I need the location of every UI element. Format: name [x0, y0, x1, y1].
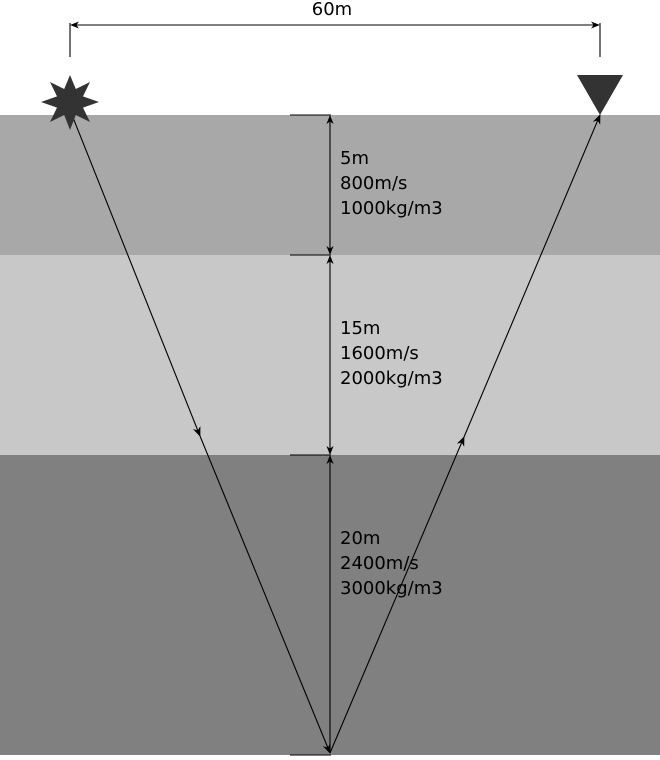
layer-2-label: 15m 1600m/s 2000kg/m3: [340, 318, 443, 389]
explosion-star-icon: [41, 75, 99, 130]
layer-2-density: 2000kg/m3: [340, 368, 443, 389]
offset-label: 60m: [312, 0, 352, 20]
offset-dimension: 60m: [69, 0, 601, 57]
layer-2-velocity: 1600m/s: [340, 343, 419, 364]
depth-ticks: [290, 114, 331, 756]
layer-1-density: 1000kg/m3: [340, 198, 443, 219]
ray-up-arrow: [329, 436, 465, 754]
ray-path-up: [329, 114, 601, 754]
layer-1-velocity: 800m/s: [340, 173, 407, 194]
ray-down-segment: [199, 435, 331, 754]
layer-3-thickness: 20m: [340, 528, 380, 549]
ray-path-down: [65, 99, 331, 754]
layer-1-thickness: 5m: [340, 148, 369, 169]
layer-3-label: 20m 2400m/s 3000kg/m3: [340, 528, 443, 599]
layer-3-velocity: 2400m/s: [340, 553, 419, 574]
ray-down-arrow: [65, 99, 201, 437]
layer-3-density: 3000kg/m3: [340, 578, 443, 599]
layer-2-thickness: 15m: [340, 318, 380, 339]
layer-1-label: 5m 800m/s 1000kg/m3: [340, 148, 443, 219]
ray-up-segment: [463, 114, 601, 438]
triangle-down-icon: [577, 75, 623, 115]
